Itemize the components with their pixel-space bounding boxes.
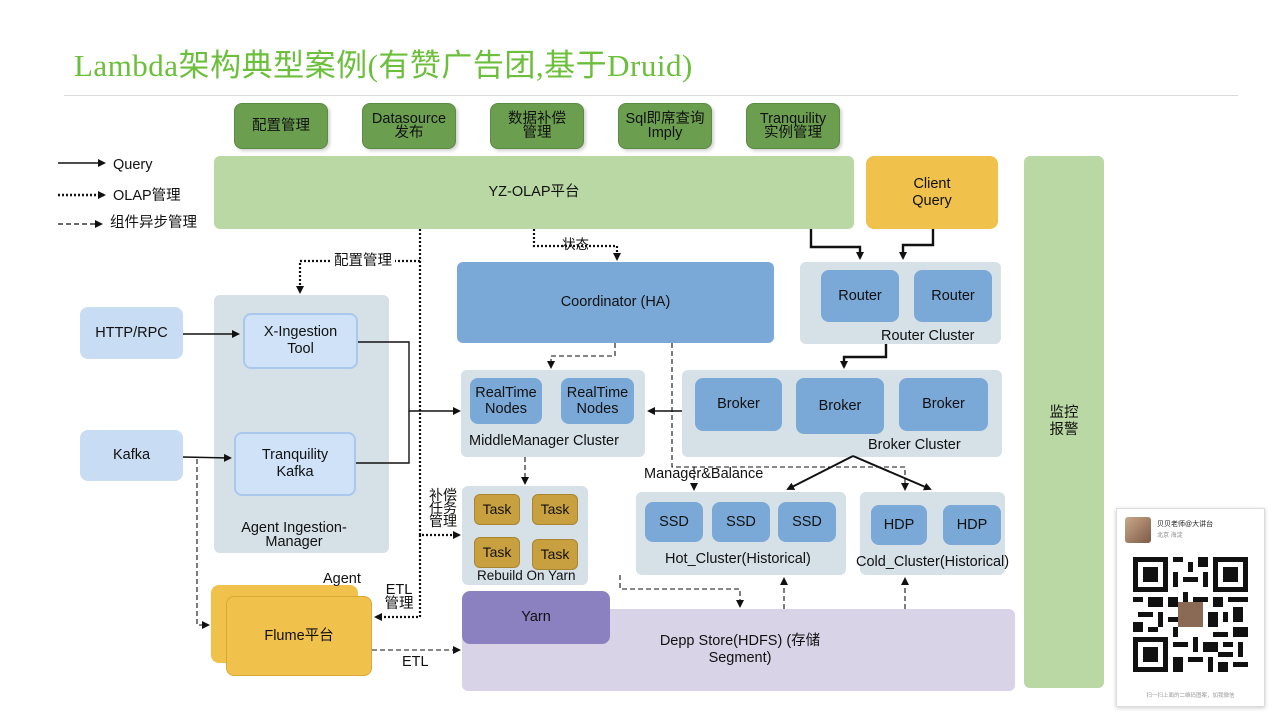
title-divider: [64, 95, 1238, 96]
task-box: Task: [532, 539, 578, 570]
legend-olap: OLAP管理: [113, 188, 181, 204]
platform-label: YZ-OLAP平台: [488, 184, 580, 200]
task-label: Task: [540, 501, 570, 517]
config-manage-label: 配置管理: [334, 253, 392, 269]
realtime-node: RealTime Nodes: [561, 378, 634, 424]
hdp-label: HDP: [956, 516, 988, 533]
agent-panel-label: Agent Ingestion-Manager: [241, 520, 347, 550]
task-box: Task: [474, 494, 520, 525]
top-module: Datasource 发布: [362, 103, 456, 149]
kafka-label: Kafka: [112, 447, 151, 463]
top-module: 数据补偿 管理: [490, 103, 584, 149]
yz-olap-platform: YZ-OLAP平台: [214, 156, 854, 229]
router-cluster-label: Router Cluster: [881, 328, 975, 344]
etl-manage-label: ETL 管理: [384, 582, 414, 612]
avatar: [1125, 517, 1151, 543]
task-box: Task: [532, 494, 578, 525]
task-label: Task: [482, 544, 512, 560]
broker-cluster-label: Broker Cluster: [868, 437, 961, 453]
top-module-label: 配置管理: [252, 117, 310, 134]
hdp-label: HDP: [883, 516, 915, 533]
realtime-node-label: RealTime Nodes: [566, 385, 629, 417]
task-label: Task: [482, 501, 512, 517]
flume-label: Flume平台: [264, 627, 334, 644]
agent-label: Agent: [323, 571, 361, 587]
hdp-node: HDP: [871, 505, 927, 545]
legend-async: 组件异步管理: [110, 215, 197, 231]
router-node: Router: [914, 270, 992, 322]
realtime-node: RealTime Nodes: [470, 378, 542, 424]
ssd-label: SSD: [659, 513, 689, 530]
deep-store-label: Depp Store(HDFS) (存储Segment): [659, 633, 821, 666]
top-module-label: Datasource 发布: [371, 111, 447, 141]
compensation-task-label: 补偿 任务 管理: [429, 487, 457, 529]
router-node-label: Router: [931, 287, 975, 304]
cold-cluster-label: Cold_Cluster(Historical): [856, 554, 1010, 570]
broker-node-label: Broker: [717, 396, 760, 412]
page-title: Lambda架构典型案例(有赞广告团,基于Druid): [74, 48, 693, 83]
coordinator-label: Coordinator (HA): [560, 294, 671, 310]
http-rpc-source: HTTP/RPC: [80, 307, 183, 359]
monitor-alarm-panel: 监控 报警: [1024, 156, 1104, 688]
manager-balance-label: Manager&Balance: [644, 466, 764, 482]
monitor-label: 监控 报警: [1049, 405, 1079, 438]
yarn-label: Yarn: [521, 609, 551, 625]
hot-cluster-label: Hot_Cluster(Historical): [665, 551, 811, 567]
ssd-node: SSD: [778, 502, 836, 542]
hdp-node: HDP: [943, 505, 1001, 545]
broker-node: Broker: [796, 378, 884, 434]
top-module: 配置管理: [234, 103, 328, 149]
client-query-box: Client Query: [866, 156, 998, 229]
ssd-label: SSD: [792, 513, 822, 530]
top-module: Sql即席查询 Imply: [618, 103, 712, 149]
middlemanager-cluster-label: MiddleManager Cluster: [469, 433, 619, 449]
broker-node-label: Broker: [922, 396, 965, 412]
client-query-label: Client Query: [912, 175, 952, 209]
task-label: Task: [540, 546, 570, 562]
coordinator-box: Coordinator (HA): [457, 262, 774, 343]
ssd-node: SSD: [645, 502, 703, 542]
broker-node-label: Broker: [818, 397, 862, 414]
x-ingestion-label: X-Ingestion Tool: [263, 324, 338, 357]
qr-location: 北京 海淀: [1157, 533, 1183, 539]
kafka-source: Kafka: [80, 430, 183, 481]
task-box: Task: [474, 537, 520, 568]
router-node: Router: [821, 270, 899, 322]
broker-node: Broker: [899, 378, 988, 431]
top-module-label: Tranquility 实例管理: [759, 111, 827, 141]
qr-code-icon: [1133, 557, 1248, 672]
router-node-label: Router: [838, 287, 882, 304]
ssd-label: SSD: [726, 513, 756, 530]
tranquility-kafka: Tranquility Kafka: [234, 432, 356, 496]
tranquility-kafka-label: Tranquility Kafka: [261, 447, 329, 480]
realtime-node-label: RealTime Nodes: [475, 385, 537, 417]
etl-label: ETL: [402, 654, 429, 670]
ssd-node: SSD: [712, 502, 770, 542]
legend-query: Query: [113, 157, 153, 173]
top-module-label: 数据补偿 管理: [508, 111, 566, 141]
broker-node: Broker: [695, 378, 782, 431]
http-rpc-label: HTTP/RPC: [95, 324, 168, 341]
top-module: Tranquility 实例管理: [746, 103, 840, 149]
flume-platform: Flume平台: [226, 596, 372, 676]
x-ingestion-tool: X-Ingestion Tool: [243, 313, 358, 369]
yarn-box: Yarn: [462, 591, 610, 644]
wechat-qr-card: 贝贝老师@大讲台 北京 海淀 扫一扫上面的二维码图案，加我微信: [1116, 508, 1265, 707]
state-label: 状态: [562, 237, 589, 252]
qr-name: 贝贝老师@大讲台: [1157, 521, 1214, 528]
qr-footer: 扫一扫上面的二维码图案，加我微信: [1146, 693, 1235, 699]
rebuild-label: Rebuild On Yarn: [477, 568, 576, 583]
top-module-label: Sql即席查询 Imply: [625, 111, 705, 141]
